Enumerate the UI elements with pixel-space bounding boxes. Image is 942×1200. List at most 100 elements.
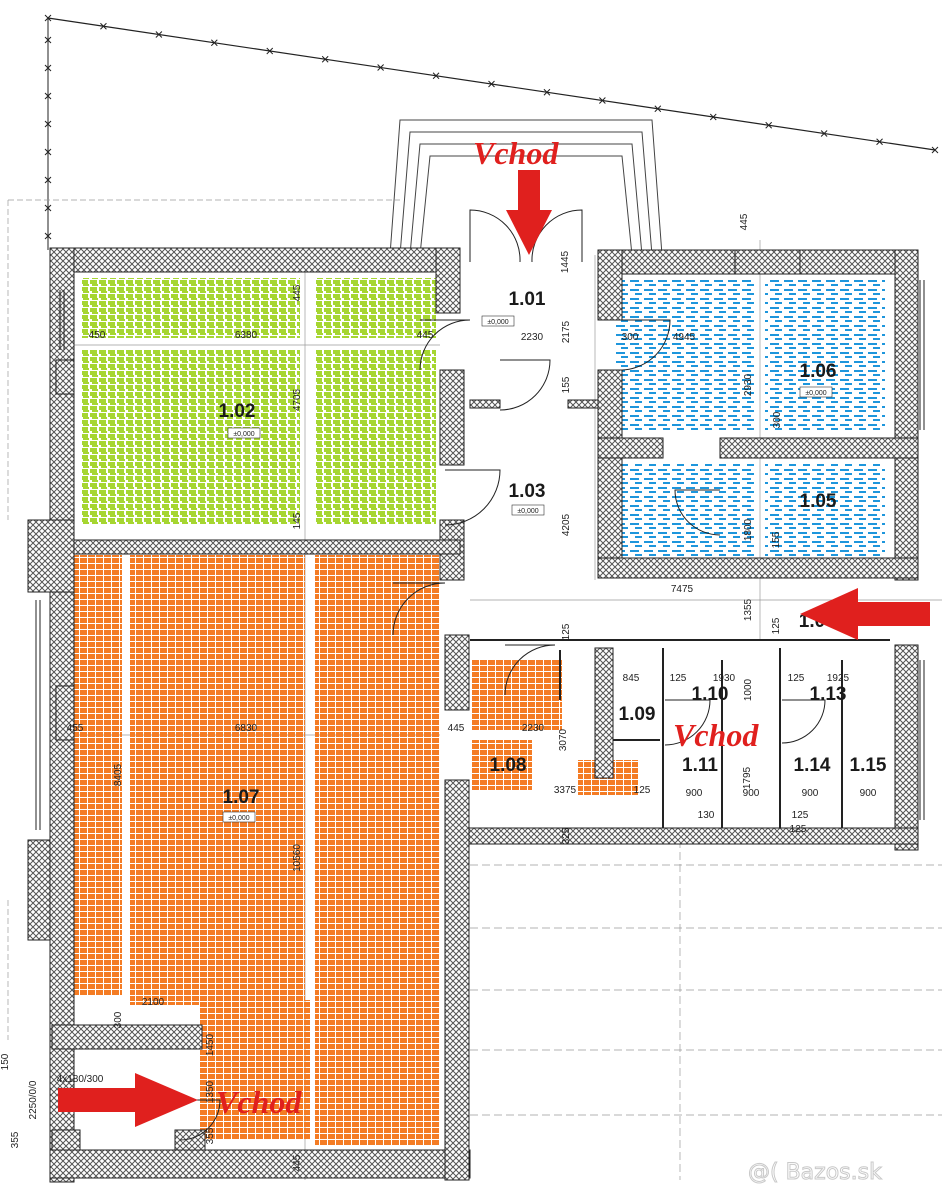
dim-label: 1800 [743,518,754,541]
dim-label: 1355 [743,598,754,621]
dim-label: 125 [561,623,572,640]
dim-label: 125 [788,673,805,684]
dim-label: 445 [292,284,303,301]
dim-label: 2930 [743,373,754,396]
room-label: 1.10 [692,684,729,705]
dim-label: 300 [113,1011,124,1028]
dim-label: 355 [205,1127,216,1144]
boundary-mark [321,55,329,63]
boundary-mark [488,80,495,88]
room-level: ±0,000 [805,390,826,397]
room-label: 1.15 [850,755,887,776]
dim-label: 8405 [113,763,124,786]
boundary-mark [599,97,606,104]
dim-label: 125 [634,785,651,796]
boundary-mark [44,64,52,72]
room-label: 1.02 [219,401,256,422]
room-level: ±0,000 [517,508,538,515]
dim-label: 900 [686,788,703,799]
room-label: 1.14 [794,755,831,776]
dim-label: 1450 [205,1033,216,1056]
entrance-arrow-top [506,170,552,255]
dim-label: 145 [292,512,303,529]
dim-label: 450 [89,330,106,341]
room-label: 1.07 [223,787,260,808]
boundary-mark [210,39,218,47]
dim-label: 4205 [561,513,572,536]
dim-label: 900 [860,788,877,799]
entrance-label-bottom: Vchod [216,1084,302,1120]
dim-label: 2230 [521,332,544,343]
dim-label: 1445 [560,250,571,273]
dim-label: 355 [10,1131,21,1148]
dim-label: 445 [417,330,434,341]
boundary-mark [44,204,52,212]
dim-label: 455 [67,723,84,734]
boundary-mark [266,47,274,55]
entrance-label-top: Vchod [473,135,559,171]
dim-label: 445 [739,213,750,230]
dim-label: 900 [802,788,819,799]
site-boundary [44,14,939,250]
entrance-arrow-right [800,588,930,640]
boundary-mark [876,138,883,146]
dim-label: 445 [448,723,465,734]
dim-label: 6380 [235,330,258,341]
dim-label: 125 [792,810,809,821]
dim-label: 1795 [742,766,753,789]
zone-orange [62,555,638,1145]
dim-label: 3070 [558,728,569,751]
room-level: ±0,000 [228,815,249,822]
dim-label: 1000 [743,678,754,701]
dim-label: 2175 [561,320,572,343]
boundary-mark [931,146,939,154]
dim-label: 10560 [292,844,303,872]
dim-label: 845 [623,673,640,684]
doors [179,209,826,1141]
dim-label: 300 [772,411,783,428]
boundary-mark [709,113,717,121]
dim-label: 4x180/300 [57,1074,104,1085]
room-label: 1.06 [800,361,837,382]
room-label: 1.13 [810,684,847,705]
boundary-mark [765,121,773,129]
room-labels: 1.01 ±0,000 1.02 ±0,000 1.03 ±0,000 1.05… [219,289,887,823]
dim-label: 155 [771,531,782,548]
dim-label: 2230 [522,723,545,734]
room-label: 1.05 [800,491,837,512]
dim-label: 4945 [673,332,696,343]
dim-label: 325 [561,827,572,844]
windows [35,280,925,830]
dim-label: 125 [771,617,782,634]
dim-label: 125 [670,673,687,684]
dim-label: 2100 [142,997,165,1008]
dim-label: 1930 [713,673,736,684]
room-label: 1.01 [509,289,546,310]
boundary-mark [44,232,52,240]
boundary-mark [432,72,440,80]
room-level: ±0,000 [233,431,254,438]
dim-label: 300 [622,332,639,343]
room-label: 1.08 [490,755,527,776]
boundary-mark [44,92,52,100]
zone-green [82,278,436,525]
entrance-canopy [389,119,663,256]
dim-label: 4705 [292,388,303,411]
dim-label: 155 [561,376,572,393]
boundary-mark [654,105,662,113]
boundary-mark [44,36,52,44]
room-label: 1.03 [509,481,546,502]
boundary-mark [155,31,163,38]
boundary-mark [44,120,52,128]
dimension-labels: 445 445 450 6380 445 4705 145 1445 2230 … [0,213,877,1171]
entrance-label-middle: Vchod [673,717,759,753]
boundary-mark [44,14,52,22]
boundary-mark [820,130,828,137]
entrance-arrow-left [58,1073,198,1127]
dim-label: 125 [790,824,807,835]
dim-label: 130 [698,810,715,821]
boundary-mark [543,88,551,96]
watermark: @( Bazos.sk [748,1160,882,1185]
dim-label: 6830 [235,723,258,734]
